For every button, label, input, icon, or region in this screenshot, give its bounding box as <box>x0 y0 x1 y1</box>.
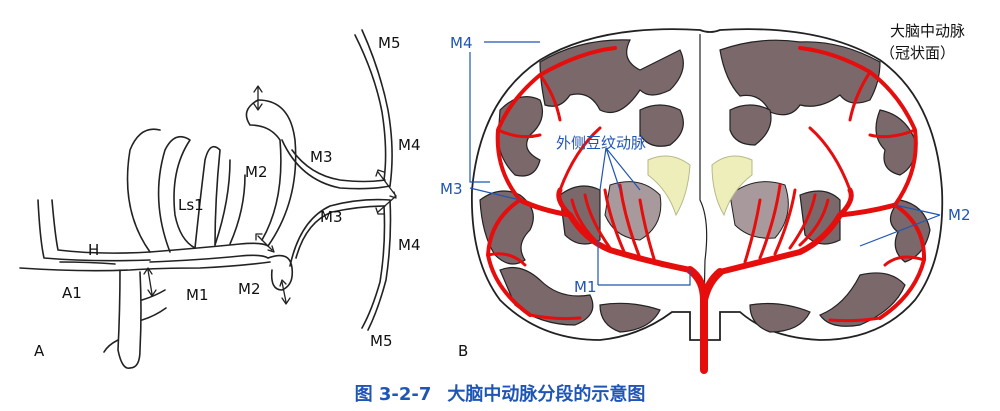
panel-b-leaders <box>469 41 941 286</box>
panel-a-letter: A <box>34 342 45 360</box>
m3-lower <box>289 198 391 267</box>
m2-lower-loop <box>267 254 294 291</box>
left-m3-upper <box>495 46 617 202</box>
ls-branch-2 <box>157 135 196 253</box>
right-lenticulostriate <box>743 183 830 264</box>
label-m3-lower-a: M3 <box>320 208 343 226</box>
panel-b-title-line1: 大脑中动脉 <box>890 22 965 40</box>
lateral-ventricles <box>647 155 753 217</box>
ls-branch-1 <box>126 128 161 253</box>
boundary-arrows <box>143 85 397 305</box>
m4-m5-lower-inner <box>361 205 386 329</box>
label-ls1: Ls1 <box>178 196 204 214</box>
right-m3-upper <box>798 46 918 207</box>
ica-left <box>117 269 131 369</box>
caption-number: 图 3-2-7 <box>354 384 432 405</box>
label-m5-lower-a: M5 <box>370 332 393 350</box>
m2-upper-loop <box>245 99 297 247</box>
ica-branch-3 <box>103 339 119 353</box>
caption-text: 大脑中动脉分段的示意图 <box>447 384 646 405</box>
label-m2-upper-a: M2 <box>245 163 268 181</box>
label-m4-upper-a: M4 <box>398 136 421 154</box>
label-m1-b: M1 <box>574 278 597 296</box>
ica-right <box>129 271 142 369</box>
left-lenticulostriate <box>570 183 657 264</box>
label-m3-upper-a: M3 <box>310 148 333 166</box>
panel-b-diagram <box>471 28 944 374</box>
label-m5-upper-a: M5 <box>378 34 401 52</box>
a1-vessel-inner <box>51 199 151 254</box>
a1-vessel <box>37 199 151 262</box>
m3-upper-inner <box>291 149 386 183</box>
left-m2 <box>517 187 573 218</box>
right-m4-sulcal <box>808 70 926 323</box>
label-m1-a: M1 <box>186 286 209 304</box>
left-m1 <box>567 212 693 273</box>
m4-m5-upper-inner <box>354 34 387 181</box>
label-m4-lower-a: M4 <box>398 236 421 254</box>
ls-branch-4 <box>214 159 231 246</box>
label-m4-b: M4 <box>450 34 473 52</box>
m3-lower-inner <box>295 205 386 259</box>
panel-b-letter: B <box>458 342 468 360</box>
m4-m5-upper <box>361 29 393 187</box>
mca-arteries <box>486 46 927 374</box>
label-lenticulostriate: 外侧豆纹动脉 <box>556 134 646 152</box>
right-m2 <box>837 187 898 218</box>
right-m1 <box>717 212 843 275</box>
panel-a-diagram <box>19 29 397 369</box>
m4-m5-lower <box>367 199 392 331</box>
m1-trunk-bottom <box>149 254 269 263</box>
ls-branch-3 <box>194 145 221 249</box>
ica-branch-2 <box>141 307 167 321</box>
m3-upper <box>281 139 391 190</box>
brain-outline <box>471 28 944 341</box>
ls-branch-5 <box>229 174 246 245</box>
a1-lower <box>19 261 271 272</box>
label-h: H <box>88 241 99 259</box>
m1-trunk-top <box>149 242 269 253</box>
ica-branch-1 <box>141 289 166 301</box>
figure-caption: 图 3-2-7 大脑中动脉分段的示意图 <box>0 380 1000 406</box>
panel-b-title-line2: （冠状面） <box>880 44 955 62</box>
h-branch <box>59 261 116 265</box>
label-m3-b: M3 <box>440 180 463 198</box>
label-m2-b: M2 <box>948 206 971 224</box>
label-m2-lower-a: M2 <box>238 280 261 298</box>
label-a1: A1 <box>62 284 82 302</box>
left-m4-sulcal <box>486 73 602 321</box>
